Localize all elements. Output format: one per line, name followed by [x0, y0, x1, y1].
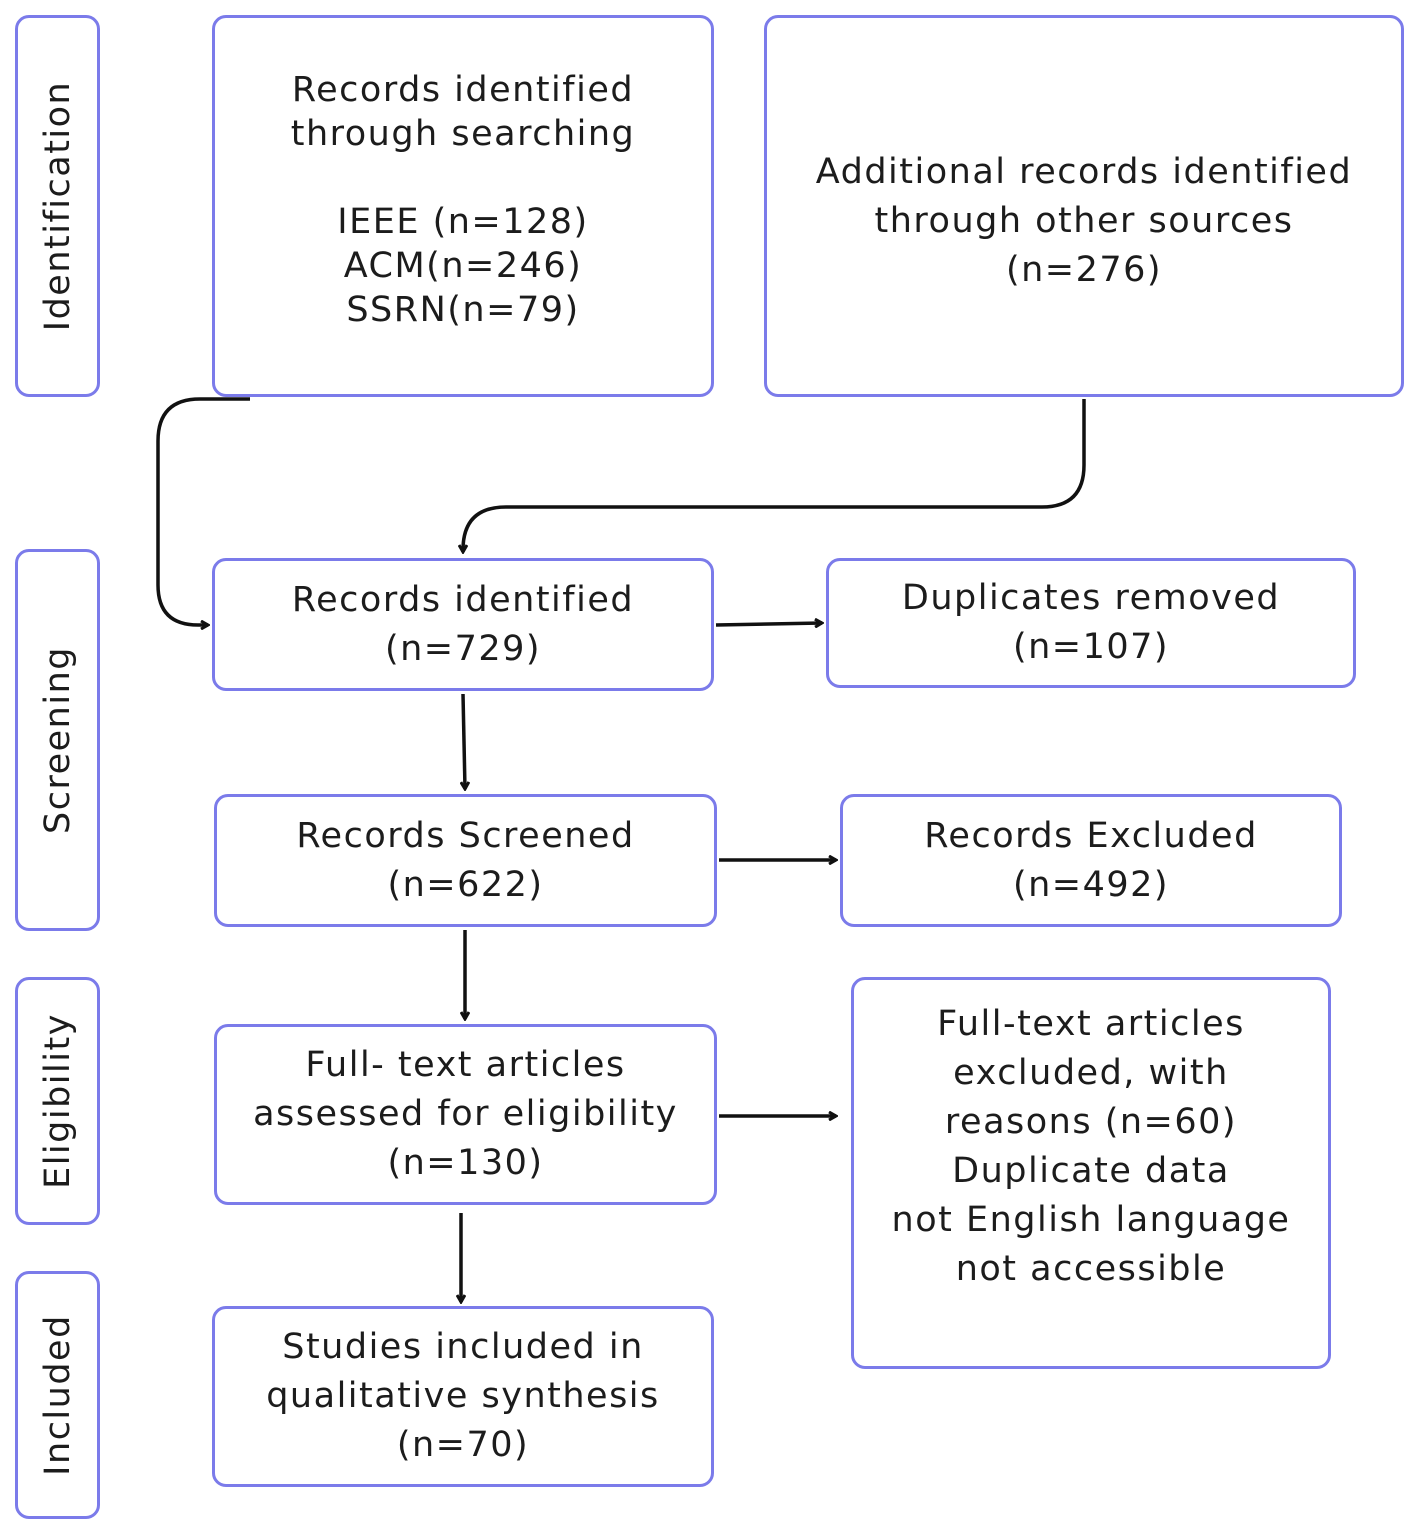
box-line: Additional records identified — [815, 152, 1353, 192]
box-studies-included: Studies included in qualitative synthesi… — [212, 1306, 714, 1487]
box-records-identified: Records identified (n=729) — [212, 558, 714, 691]
box-line: (n=622) — [387, 864, 544, 905]
box-line: Duplicate data — [952, 1151, 1230, 1191]
box-full-text-assessed: Full- text articles assessed for eligibi… — [214, 1024, 717, 1205]
box-duplicates-removed: Duplicates removed (n=107) — [826, 558, 1356, 688]
box-line: Records identified — [291, 579, 635, 620]
box-line: not English language — [891, 1200, 1291, 1240]
box-records-screened: Records Screened (n=622) — [214, 794, 717, 927]
box-line: Full- text articles — [305, 1045, 626, 1085]
connector-identified-to-duplicates — [715, 623, 822, 625]
connector-other-to-identified — [463, 399, 1086, 552]
box-line: assessed for eligibility — [253, 1094, 678, 1134]
box-line: IEEE (n=128) — [337, 202, 589, 242]
phase-eligibility: Eligibility — [15, 977, 100, 1225]
box-line: (n=107) — [1012, 627, 1170, 667]
phase-identification: Identification — [15, 15, 100, 397]
box-line: Records Excluded — [924, 815, 1258, 856]
box-line: excluded, with — [953, 1053, 1229, 1093]
phase-screening-label: Screening — [37, 646, 78, 834]
box-line: qualitative synthesis — [266, 1376, 660, 1416]
phase-screening: Screening — [15, 549, 100, 931]
box-line: (n=130) — [387, 1143, 544, 1183]
box-line: ACM(n=246) — [343, 246, 583, 286]
box-line: (n=492) — [1012, 864, 1170, 905]
box-full-text-excluded: Full-text articles excluded, with reason… — [851, 977, 1331, 1369]
box-line: (n=70) — [396, 1425, 530, 1465]
box-line: through other sources — [874, 201, 1294, 241]
box-records-excluded: Records Excluded (n=492) — [840, 794, 1342, 927]
box-line: reasons (n=60) — [944, 1102, 1238, 1142]
box-line: (n=276) — [1005, 250, 1163, 290]
box-line: Full-text articles — [937, 1004, 1245, 1044]
phase-included-label: Included — [37, 1314, 78, 1476]
box-additional-records: Additional records identified through ot… — [764, 15, 1404, 397]
box-line: (n=729) — [384, 628, 542, 669]
box-line: Records Screened — [296, 815, 635, 856]
connector-identified-to-screened — [463, 693, 465, 789]
box-line: Studies included in — [282, 1327, 644, 1367]
box-line: through searching — [290, 114, 636, 154]
box-line: Records identified — [291, 70, 635, 110]
box-records-searching: Records identified through searching IEE… — [212, 15, 714, 397]
phase-identification-label: Identification — [37, 80, 78, 332]
box-line: not accessible — [955, 1249, 1227, 1289]
phase-eligibility-label: Eligibility — [37, 1013, 78, 1189]
phase-included: Included — [15, 1271, 100, 1519]
box-line: Duplicates removed — [901, 578, 1281, 618]
box-line: SSRN(n=79) — [346, 290, 580, 330]
